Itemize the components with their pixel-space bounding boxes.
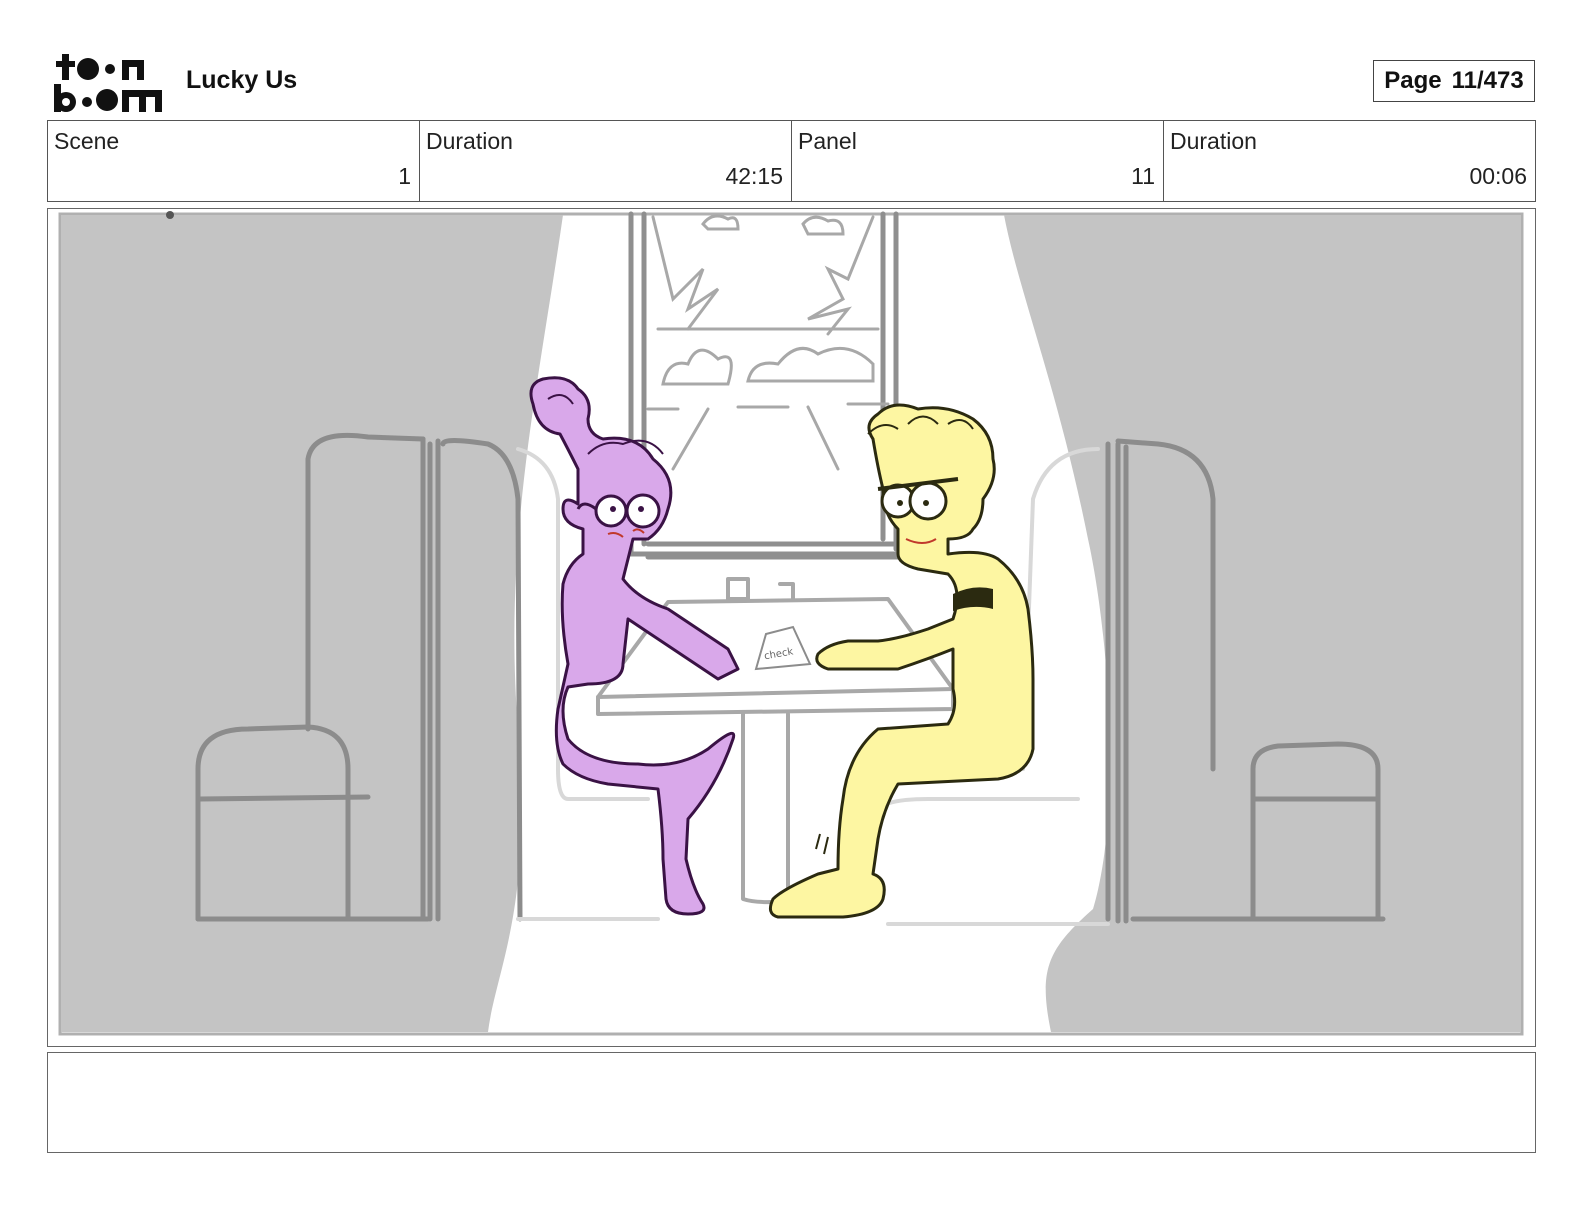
scene-duration-value: 42:15 [725, 163, 783, 189]
storyboard-panel: check [47, 208, 1536, 1047]
window-scenery [646, 214, 890, 471]
right-booth-outer [1105, 438, 1386, 924]
right-shadow [1004, 215, 1521, 1032]
panel-inner-border [58, 212, 1524, 1036]
woman-character [529, 376, 740, 916]
panel-cell: Panel 11 [792, 121, 1164, 201]
check-sign-text: check [763, 646, 794, 662]
project-title: Lucky Us [186, 66, 298, 94]
scene-label: Scene [54, 128, 120, 154]
check-sign: check [754, 625, 812, 671]
scene-duration-label: Duration [426, 128, 513, 154]
page-indicator: Page 11/473 [1373, 60, 1535, 102]
stray-mark [166, 211, 174, 219]
left-booth-inner [516, 447, 660, 921]
panel-drawing: check [58, 211, 1524, 1036]
toon-boom-logo-mark [54, 54, 162, 112]
info-table: Scene 1 Duration 42:15 Panel 11 Duration… [47, 120, 1536, 202]
man-character [768, 403, 1035, 919]
scene-cell: Scene 1 [48, 121, 420, 201]
left-booth-outer [195, 432, 523, 922]
panel-label: Panel [798, 128, 857, 154]
scene-duration-cell: Duration 42:15 [420, 121, 792, 201]
panel-value: 11 [1131, 163, 1155, 189]
panel-notes [47, 1052, 1536, 1153]
panel-duration-cell: Duration 00:06 [1164, 121, 1535, 201]
panel-duration-value: 00:06 [1469, 163, 1527, 189]
page-label: Page [1384, 67, 1442, 94]
scene-value: 1 [398, 163, 411, 189]
toon-boom-logo [52, 52, 164, 114]
page-number: 11/473 [1451, 67, 1524, 94]
left-shadow [61, 215, 563, 1032]
panel-duration-label: Duration [1170, 128, 1257, 154]
